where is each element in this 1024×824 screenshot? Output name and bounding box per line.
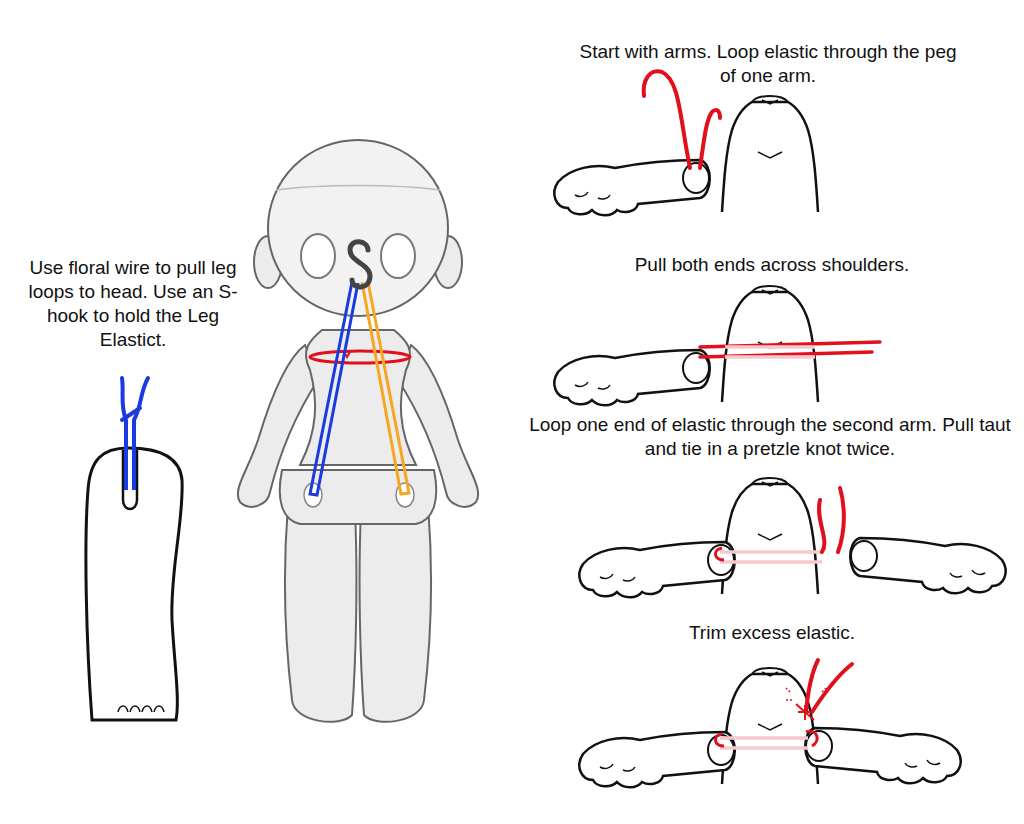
floral-wire-twist bbox=[122, 378, 148, 420]
arm-elastic bbox=[310, 351, 410, 363]
elastic-behind bbox=[720, 738, 808, 748]
snip-lines bbox=[786, 688, 826, 700]
instruction-text: Start with arms. Loop elastic through th… bbox=[578, 40, 958, 88]
cut-strand bbox=[806, 660, 852, 712]
doll-eye bbox=[301, 234, 335, 278]
elastic-strand bbox=[700, 110, 720, 168]
step-4 bbox=[579, 660, 960, 787]
doll-pelvis bbox=[280, 470, 437, 524]
elastic-strand bbox=[806, 731, 817, 746]
s-hook bbox=[350, 242, 370, 287]
step-3 bbox=[579, 478, 1005, 597]
head-seam bbox=[276, 186, 440, 191]
doll-left-leg bbox=[285, 505, 356, 722]
cut-mark bbox=[796, 704, 814, 720]
leg-elastic-orange bbox=[362, 282, 409, 494]
instruction-text: Pull both ends across shoulders. bbox=[562, 253, 982, 277]
step-2 bbox=[554, 286, 880, 405]
doll-eye bbox=[381, 234, 415, 278]
elastic-strand bbox=[644, 71, 690, 168]
elastic-strand bbox=[700, 342, 880, 357]
elastic-strand bbox=[715, 734, 724, 746]
elastic-behind bbox=[725, 347, 815, 357]
instruction-text: Use floral wire to pull leg loops to hea… bbox=[15, 256, 251, 352]
instruction-text: Loop one end of elastic through the seco… bbox=[528, 413, 1012, 461]
toes bbox=[118, 706, 164, 712]
floral-wire-loop bbox=[126, 420, 134, 490]
instruction-text: Trim excess elastic. bbox=[622, 621, 922, 645]
leg-elastic-blue bbox=[310, 282, 358, 495]
elastic-behind bbox=[720, 552, 822, 562]
doll-figure bbox=[238, 140, 478, 722]
leg-detail bbox=[86, 378, 182, 720]
elastic-strand bbox=[715, 548, 724, 560]
step-1 bbox=[554, 71, 818, 215]
doll-right-leg bbox=[360, 505, 431, 722]
elastic-strand bbox=[819, 488, 844, 552]
